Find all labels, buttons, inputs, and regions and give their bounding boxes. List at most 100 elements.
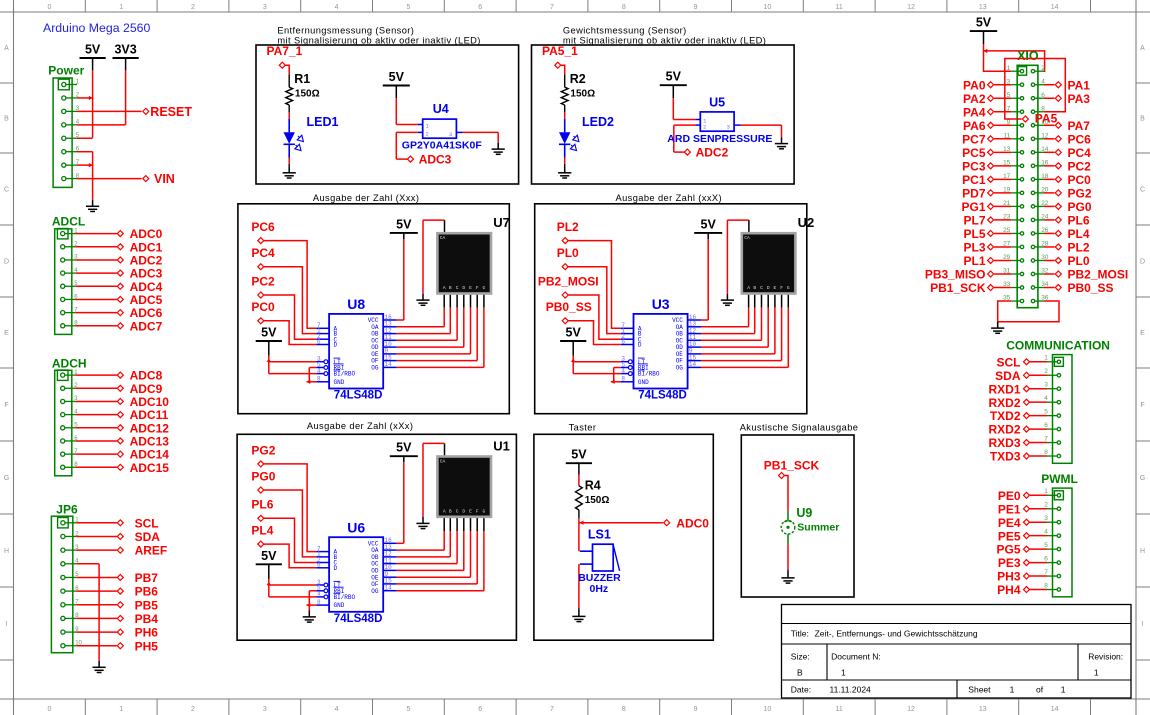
svg-text:B: B (449, 285, 452, 291)
svg-text:3: 3 (727, 125, 730, 131)
svg-text:CA: CA (744, 235, 750, 241)
svg-text:0: 0 (47, 706, 51, 713)
svg-text:OE: OE (371, 574, 379, 581)
svg-text:23: 23 (1003, 214, 1011, 221)
svg-text:TXD2: TXD2 (990, 409, 1021, 423)
svg-text:SDA: SDA (135, 530, 161, 544)
svg-text:PC6: PC6 (1068, 132, 1092, 146)
svg-text:C: C (4, 187, 9, 194)
svg-text:4: 4 (621, 367, 625, 374)
svg-text:9: 9 (694, 706, 698, 713)
svg-text:Arduino Mega 2560: Arduino Mega 2560 (43, 21, 150, 35)
svg-text:PB4: PB4 (135, 612, 159, 626)
svg-text:ADC15: ADC15 (130, 461, 170, 475)
svg-text:19: 19 (1003, 186, 1011, 193)
svg-text:5: 5 (1007, 92, 1011, 99)
svg-text:PB0_SS: PB0_SS (546, 300, 592, 314)
svg-text:2: 2 (191, 706, 195, 713)
svg-text:D: D (638, 342, 642, 349)
svg-text:10: 10 (385, 341, 393, 348)
svg-text:ADC0: ADC0 (130, 227, 163, 241)
svg-text:7: 7 (76, 160, 80, 166)
svg-text:VCC: VCC (368, 540, 379, 547)
svg-text:ADC0: ADC0 (676, 516, 709, 530)
svg-text:5: 5 (76, 133, 80, 139)
svg-text:CA: CA (440, 459, 446, 465)
svg-text:Document N:: Document N: (831, 652, 881, 662)
svg-text:5V: 5V (666, 70, 682, 84)
svg-text:A: A (638, 325, 642, 332)
svg-text:18: 18 (1041, 173, 1049, 180)
svg-text:ADC1: ADC1 (130, 240, 163, 254)
svg-text:PL6: PL6 (1068, 214, 1090, 228)
svg-text:7: 7 (74, 449, 78, 455)
svg-text:7: 7 (317, 545, 321, 552)
svg-text:2: 2 (317, 333, 321, 340)
svg-text:SCL: SCL (997, 355, 1021, 369)
svg-text:D: D (334, 565, 338, 572)
svg-text:1: 1 (75, 518, 79, 524)
svg-text:G: G (483, 285, 486, 291)
svg-text:A: A (443, 285, 446, 291)
svg-text:11.11.2024: 11.11.2024 (830, 685, 872, 695)
svg-text:R2: R2 (570, 72, 586, 86)
svg-text:8: 8 (317, 599, 321, 606)
svg-text:PC7: PC7 (962, 132, 986, 146)
svg-text:4: 4 (335, 4, 339, 11)
svg-text:A: A (4, 45, 9, 52)
svg-text:ADC5: ADC5 (130, 293, 163, 307)
svg-text:BI/RBO: BI/RBO (334, 594, 356, 601)
svg-text:3: 3 (317, 579, 321, 586)
svg-text:29: 29 (1003, 254, 1011, 261)
svg-text:2: 2 (621, 333, 625, 340)
svg-text:10: 10 (1041, 119, 1049, 126)
svg-text:74LS48D: 74LS48D (638, 390, 687, 402)
svg-text:5V: 5V (571, 448, 587, 462)
svg-text:LED2: LED2 (582, 115, 614, 129)
svg-text:34: 34 (1041, 281, 1049, 288)
svg-text:PL1: PL1 (963, 254, 985, 268)
svg-text:3: 3 (74, 396, 78, 402)
svg-text:PE5: PE5 (998, 529, 1021, 543)
svg-text:H: H (4, 548, 9, 555)
svg-text:D: D (334, 342, 338, 349)
svg-text:RXD3: RXD3 (988, 436, 1020, 450)
svg-text:VCC: VCC (672, 317, 683, 324)
svg-text:E: E (469, 285, 472, 291)
svg-text:C: C (638, 336, 642, 343)
svg-text:13: 13 (979, 4, 987, 11)
svg-text:PC4: PC4 (251, 246, 275, 260)
svg-text:7: 7 (1007, 105, 1011, 112)
svg-text:ADC7: ADC7 (130, 319, 163, 333)
svg-text:3: 3 (74, 255, 78, 261)
svg-text:JP6: JP6 (56, 503, 78, 517)
svg-text:PB2_MOSI: PB2_MOSI (538, 274, 599, 288)
svg-text:14: 14 (1041, 146, 1049, 153)
svg-text:OF: OF (371, 581, 379, 588)
svg-text:0: 0 (47, 4, 51, 11)
svg-text:ADC6: ADC6 (130, 306, 163, 320)
svg-text:U1: U1 (493, 438, 510, 453)
svg-text:ADC4: ADC4 (130, 280, 163, 294)
svg-text:PA1: PA1 (1068, 78, 1091, 92)
svg-text:C: C (334, 336, 338, 343)
svg-text:6: 6 (75, 586, 79, 592)
svg-text:B: B (638, 331, 642, 338)
svg-text:SDA: SDA (995, 369, 1021, 383)
svg-text:10: 10 (689, 341, 697, 348)
svg-text:LS1: LS1 (588, 528, 611, 542)
svg-text:PH4: PH4 (997, 583, 1021, 597)
svg-text:PA5_1: PA5_1 (542, 44, 578, 58)
svg-text:G: G (483, 508, 486, 514)
svg-text:1: 1 (317, 551, 321, 558)
svg-text:12: 12 (385, 551, 393, 558)
svg-text:25: 25 (1003, 227, 1011, 234)
svg-text:LT: LT (334, 359, 342, 366)
svg-text:PH5: PH5 (135, 639, 159, 653)
svg-text:OF: OF (371, 358, 379, 365)
svg-text:GND: GND (334, 379, 345, 386)
svg-text:13: 13 (979, 706, 987, 713)
svg-text:PC0: PC0 (1068, 173, 1092, 187)
svg-text:16: 16 (1041, 159, 1049, 166)
svg-text:Ausgabe der Zahl (xXx): Ausgabe der Zahl (xXx) (307, 421, 413, 431)
